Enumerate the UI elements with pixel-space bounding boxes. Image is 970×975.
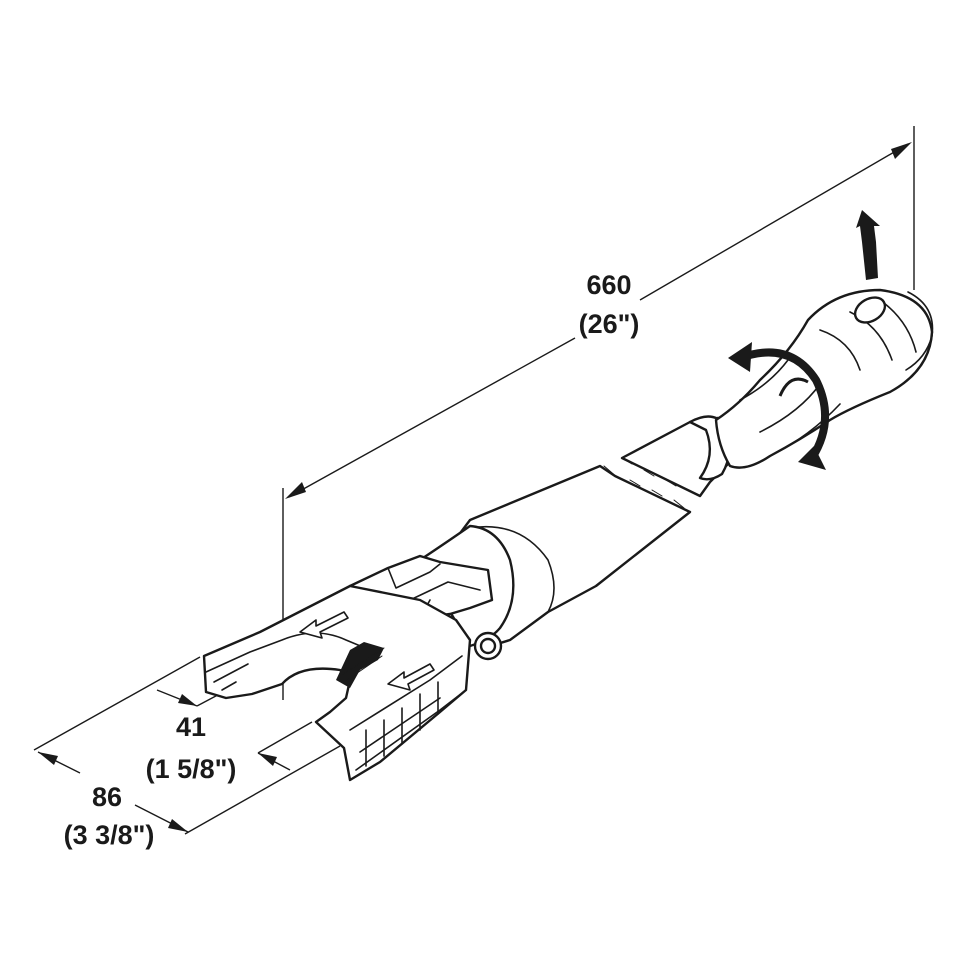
bristle-brush xyxy=(336,642,384,688)
dimension-660-imperial: (26") xyxy=(578,309,640,339)
rotate-arrow-arc xyxy=(738,348,829,461)
rotate-arrow-icon xyxy=(728,342,829,470)
direction-arrow-icon-2 xyxy=(387,663,435,691)
handle-end-hole xyxy=(853,296,887,324)
arrowhead-86-b xyxy=(168,819,188,832)
rotate-arrowhead-bottom xyxy=(798,446,826,470)
rotate-arrow-arc-inner xyxy=(778,377,809,397)
dimension-41-metric: 41 xyxy=(175,712,207,742)
fork-rib-cells xyxy=(365,681,439,767)
dimension-41-imperial: (1 5/8") xyxy=(145,754,237,784)
dimension-line-left xyxy=(288,337,576,498)
arrowhead-41-b xyxy=(258,753,277,766)
extension-line-86-a xyxy=(33,656,201,751)
bristle-lines xyxy=(339,647,385,683)
dimension-660-metric: 660 xyxy=(586,270,632,300)
rotate-arrowhead-top xyxy=(728,342,752,372)
fork-body xyxy=(202,584,472,782)
tool-handle xyxy=(714,288,934,469)
pivot-inner xyxy=(479,637,497,655)
lift-arrow xyxy=(856,210,880,280)
dimension-41 xyxy=(156,679,313,771)
extension-line-41-b xyxy=(257,721,313,754)
break-line-lower xyxy=(603,465,685,509)
arrowhead-left xyxy=(285,482,306,499)
dimension-86-metric: 86 xyxy=(91,782,123,812)
handle-end-cap xyxy=(905,291,934,371)
up-arrow-icon xyxy=(856,210,880,280)
extension-line-86-b xyxy=(184,745,341,835)
direction-arrow-icon xyxy=(299,611,349,639)
dimension-86 xyxy=(33,656,341,835)
fork-slot-inner xyxy=(213,663,249,691)
arrowhead-86-a xyxy=(38,752,58,765)
shaft-collar xyxy=(469,525,555,613)
arrowhead-right xyxy=(891,142,912,159)
arrowhead-41-a xyxy=(178,694,197,706)
fork-head xyxy=(202,524,515,782)
dimension-line-right xyxy=(639,143,909,301)
dimension-86-imperial: (3 3/8") xyxy=(63,820,155,850)
